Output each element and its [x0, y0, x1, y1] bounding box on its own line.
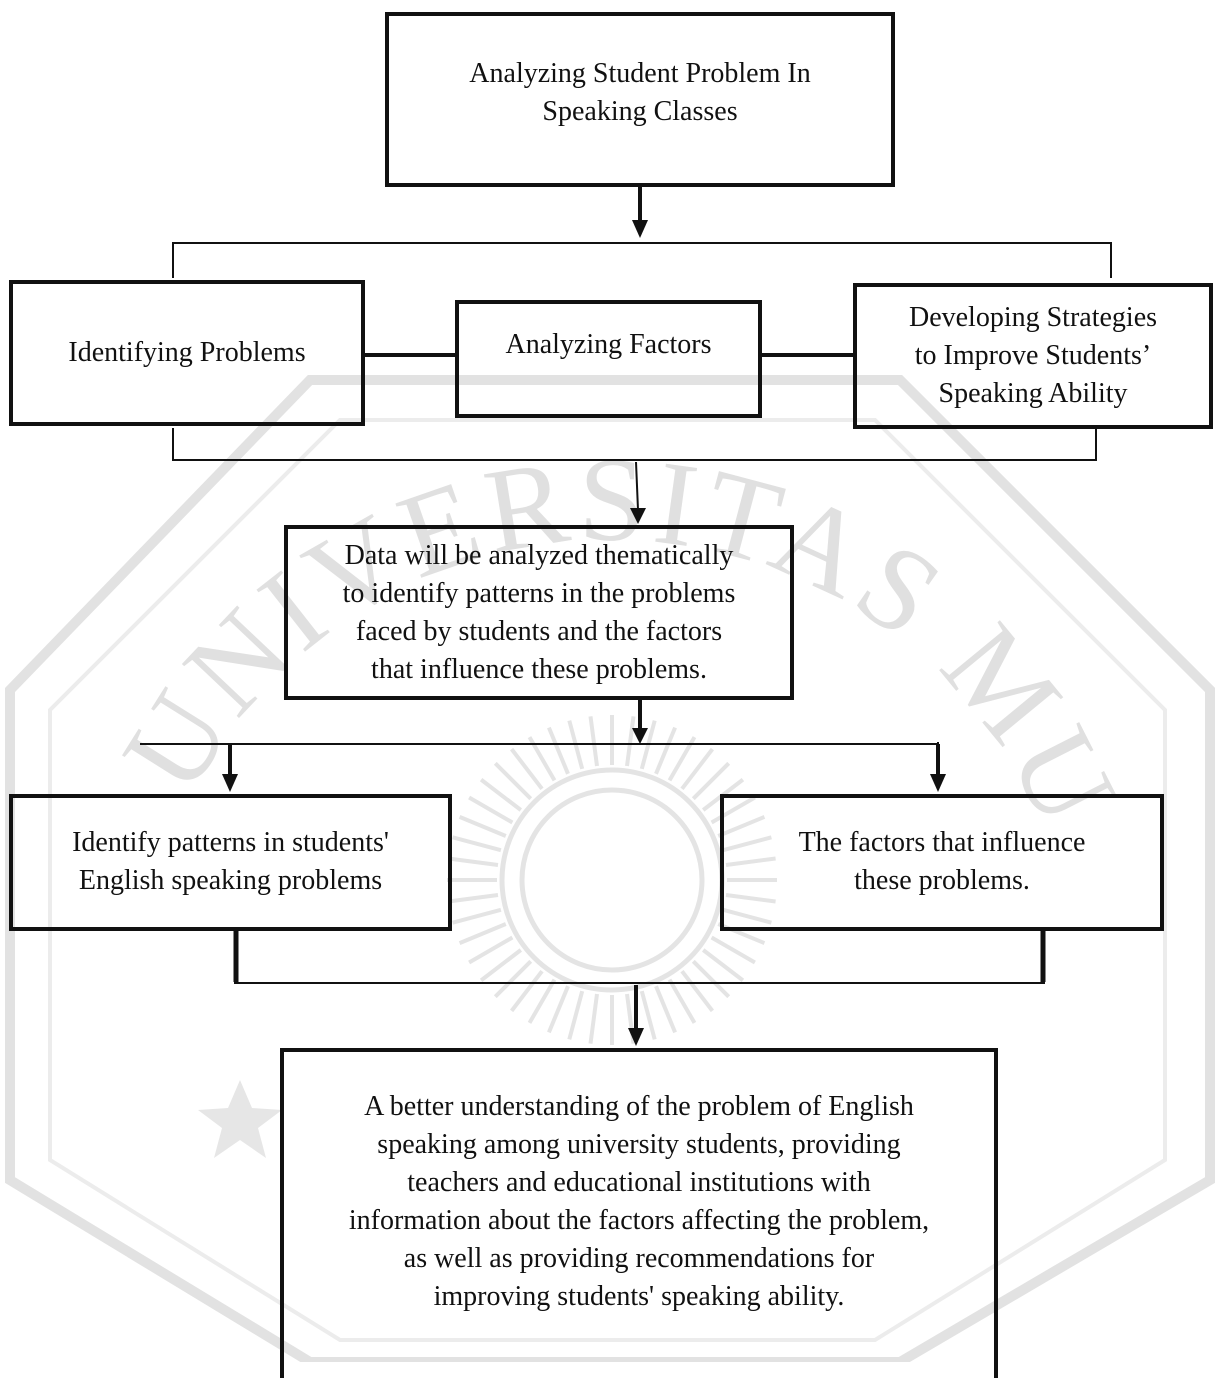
arrowhead-analysis	[630, 508, 646, 524]
bracket-top	[172, 242, 1112, 278]
title-box: Analyzing Student Problem In Speaking Cl…	[385, 12, 895, 187]
sun-ray	[639, 720, 657, 770]
sun-ray	[458, 815, 507, 838]
sun-ray	[468, 795, 514, 825]
sun-ray	[510, 969, 544, 1013]
output-box-factors: The factors that influence these problem…	[720, 794, 1164, 931]
sun-ray	[667, 736, 697, 782]
arrowhead-title	[632, 220, 648, 238]
step-box-analyzing-factors: Analyzing Factors	[455, 300, 762, 418]
sun-ray	[458, 922, 507, 945]
step-box-developing-strategies: Developing Strategies to Improve Student…	[853, 283, 1213, 429]
sun-ray	[493, 959, 533, 999]
sun-ray	[527, 978, 557, 1024]
sun-ray	[452, 907, 502, 925]
sun-ray	[680, 747, 714, 791]
sun-ray	[680, 969, 714, 1013]
sun-ray	[701, 948, 745, 982]
sun-ray	[667, 978, 697, 1024]
sun-ray	[448, 893, 499, 904]
sun-ray	[710, 935, 756, 965]
step-box-label: Analyzing Factors	[505, 329, 712, 360]
output-box-label: The factors that influence these problem…	[798, 827, 1086, 896]
sun-ray	[567, 990, 585, 1040]
analysis-box: Data will be analyzed thematically to id…	[284, 525, 794, 700]
arrowhead-left-branch	[222, 774, 238, 792]
sun-ray	[691, 959, 731, 999]
sun-ray	[510, 747, 544, 791]
sun-ray	[639, 990, 657, 1040]
arrowhead-result	[628, 1028, 644, 1046]
sun-ray	[527, 736, 557, 782]
sun-ray	[588, 716, 599, 767]
step-box-label: Identifying Problems	[68, 337, 306, 368]
result-box: A better understanding of the problem of…	[280, 1048, 998, 1378]
sun-ray	[567, 720, 585, 770]
bracket-bottom	[172, 428, 1097, 461]
sun-ray	[588, 993, 599, 1044]
step-box-identifying-problems: Identifying Problems	[9, 280, 365, 426]
sun-ray	[654, 985, 677, 1034]
sun-ray	[479, 948, 523, 982]
sun-ray	[654, 726, 677, 775]
analysis-box-text: Data will be analyzed thematically to id…	[342, 539, 736, 685]
sun-ray	[452, 835, 502, 853]
title-box-text: Analyzing Student Problem In Speaking Cl…	[469, 57, 811, 127]
sun-ray	[547, 726, 570, 775]
result-box-text: A better understanding of the problem of…	[348, 1091, 930, 1312]
sun-ray	[448, 856, 499, 867]
arrowhead-right-branch	[930, 774, 946, 792]
sun-ray	[479, 778, 523, 812]
sun-ray	[493, 761, 533, 801]
arrowhead-analysis-down	[632, 728, 648, 744]
arrow-to-analysis	[635, 461, 639, 511]
sun-ray	[625, 716, 636, 767]
sun-ray	[625, 993, 636, 1044]
star-icon	[198, 1080, 282, 1158]
output-box-label: Identify patterns in students' English s…	[72, 827, 389, 896]
output-box-patterns: Identify patterns in students' English s…	[9, 794, 452, 931]
sun-ray	[468, 935, 514, 965]
step-box-label: Developing Strategies to Improve Student…	[908, 302, 1158, 409]
sun-ray	[547, 985, 570, 1034]
